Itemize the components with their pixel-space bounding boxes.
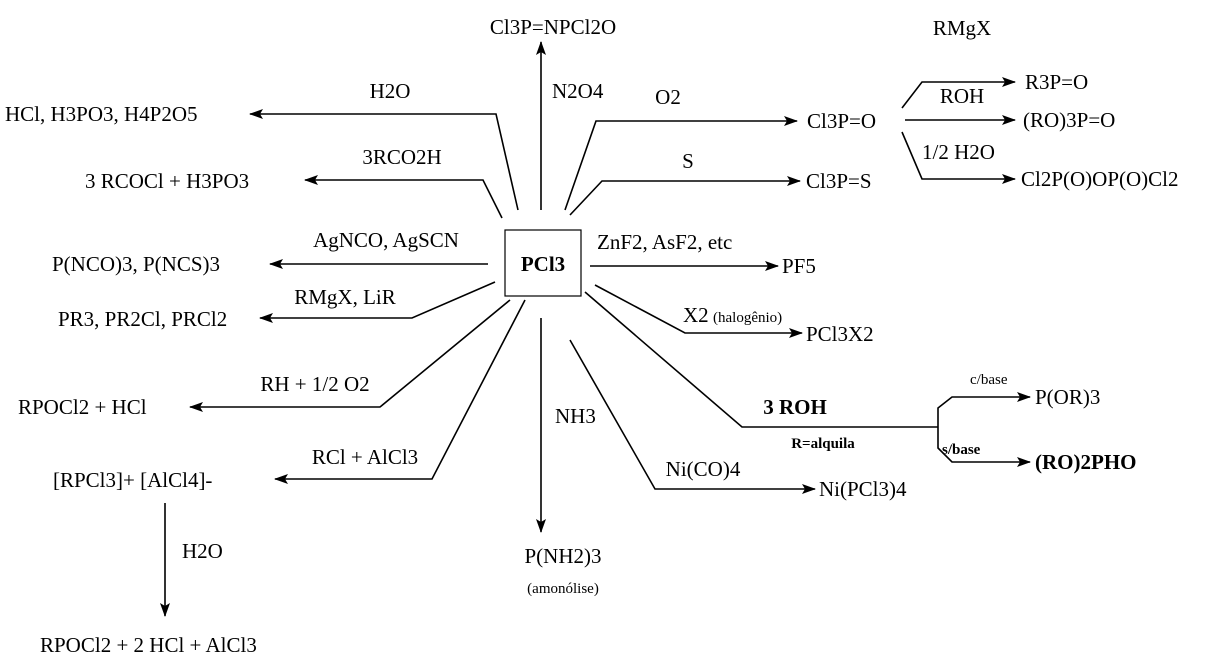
product-rcl-h2o: RPOCl2 + 2 HCl + AlCl3 xyxy=(40,633,257,657)
pcl3-center-box xyxy=(504,229,582,297)
product-h2o: HCl, H3PO3, H4P2O5 xyxy=(5,102,198,126)
label-c-base: c/base xyxy=(970,372,1008,388)
reagent-nico: Ni(CO)4 xyxy=(666,457,741,481)
arrow-o2 xyxy=(564,116,798,211)
product-ro3po: (RO)3P=O xyxy=(1023,108,1115,132)
label-s-base: s/base xyxy=(942,442,981,458)
product-nico: Ni(PCl3)4 xyxy=(819,477,907,501)
product-pyro: Cl2P(O)OP(O)Cl2 xyxy=(1021,167,1179,191)
arrow-c-base xyxy=(937,392,1031,427)
product-o2: Cl3P=O xyxy=(807,109,876,133)
product-x2: PCl3X2 xyxy=(806,322,874,346)
reagent-rco2h: 3RCO2H xyxy=(362,145,441,169)
arrow-x2 xyxy=(594,284,803,338)
pcl3-center-label: PCl3 xyxy=(521,252,565,276)
reagent-3roh: 3 ROH xyxy=(763,395,827,419)
reagent-half-h2o: 1/2 H2O xyxy=(922,140,995,164)
product-rcl: [RPCl3]+ [AlCl4]- xyxy=(53,468,212,492)
reagent-h2o: H2O xyxy=(370,79,411,103)
note-3roh: R=alquila xyxy=(791,436,855,452)
product-cl3ps: Cl3P=S xyxy=(806,169,872,193)
reagent-s: S xyxy=(682,149,694,173)
product-rh: RPOCl2 + HCl xyxy=(18,395,147,419)
reagent-x2: X2 xyxy=(683,303,709,327)
reagent-nh3: NH3 xyxy=(555,404,596,428)
arrow-3roh xyxy=(584,291,938,428)
arrow-half-h2o xyxy=(901,131,1016,184)
product-r3po: R3P=O xyxy=(1025,70,1088,94)
product-nh3: P(NH2)3 xyxy=(525,544,602,568)
arrow-nico xyxy=(569,339,816,494)
reagent-n2o4: N2O4 xyxy=(552,79,604,103)
reagent-znf2: ZnF2, AsF2, etc xyxy=(597,230,732,254)
reagent-agnco: AgNCO, AgSCN xyxy=(313,228,459,252)
arrow-s-base xyxy=(937,427,1031,467)
reagent-o2: O2 xyxy=(655,85,681,109)
reagent-rcl: RCl + AlCl3 xyxy=(312,445,418,469)
arrow-s xyxy=(569,176,801,216)
reagent-rmgx: RMgX xyxy=(933,16,991,40)
product-n2o4: Cl3P=NPCl2O xyxy=(490,15,616,39)
reagent-roh: ROH xyxy=(940,84,984,108)
note-nh3: (amonólise) xyxy=(527,581,599,597)
product-s-base: (RO)2PHO xyxy=(1035,450,1136,474)
product-pf5: PF5 xyxy=(782,254,816,278)
product-rmgx-lir: PR3, PR2Cl, PRCl2 xyxy=(58,307,227,331)
reagent-rh: RH + 1/2 O2 xyxy=(260,372,369,396)
arrow-rco2h xyxy=(304,175,503,219)
arrow-rh xyxy=(189,299,511,412)
reagent-x2-note: (halogênio) xyxy=(713,310,782,326)
reagent-rmgx-lir: RMgX, LiR xyxy=(294,285,396,309)
reagent-rcl-h2o: H2O xyxy=(182,539,223,563)
product-c-base: P(OR)3 xyxy=(1035,385,1100,409)
product-agnco: P(NCO)3, P(NCS)3 xyxy=(52,252,220,276)
arrow-rcl xyxy=(274,299,526,484)
arrow-rmgx xyxy=(901,77,1016,109)
arrow-h2o xyxy=(249,109,519,211)
arrow-rmgx-lir xyxy=(259,281,496,323)
product-rco2h: 3 RCOCl + H3PO3 xyxy=(85,169,249,193)
